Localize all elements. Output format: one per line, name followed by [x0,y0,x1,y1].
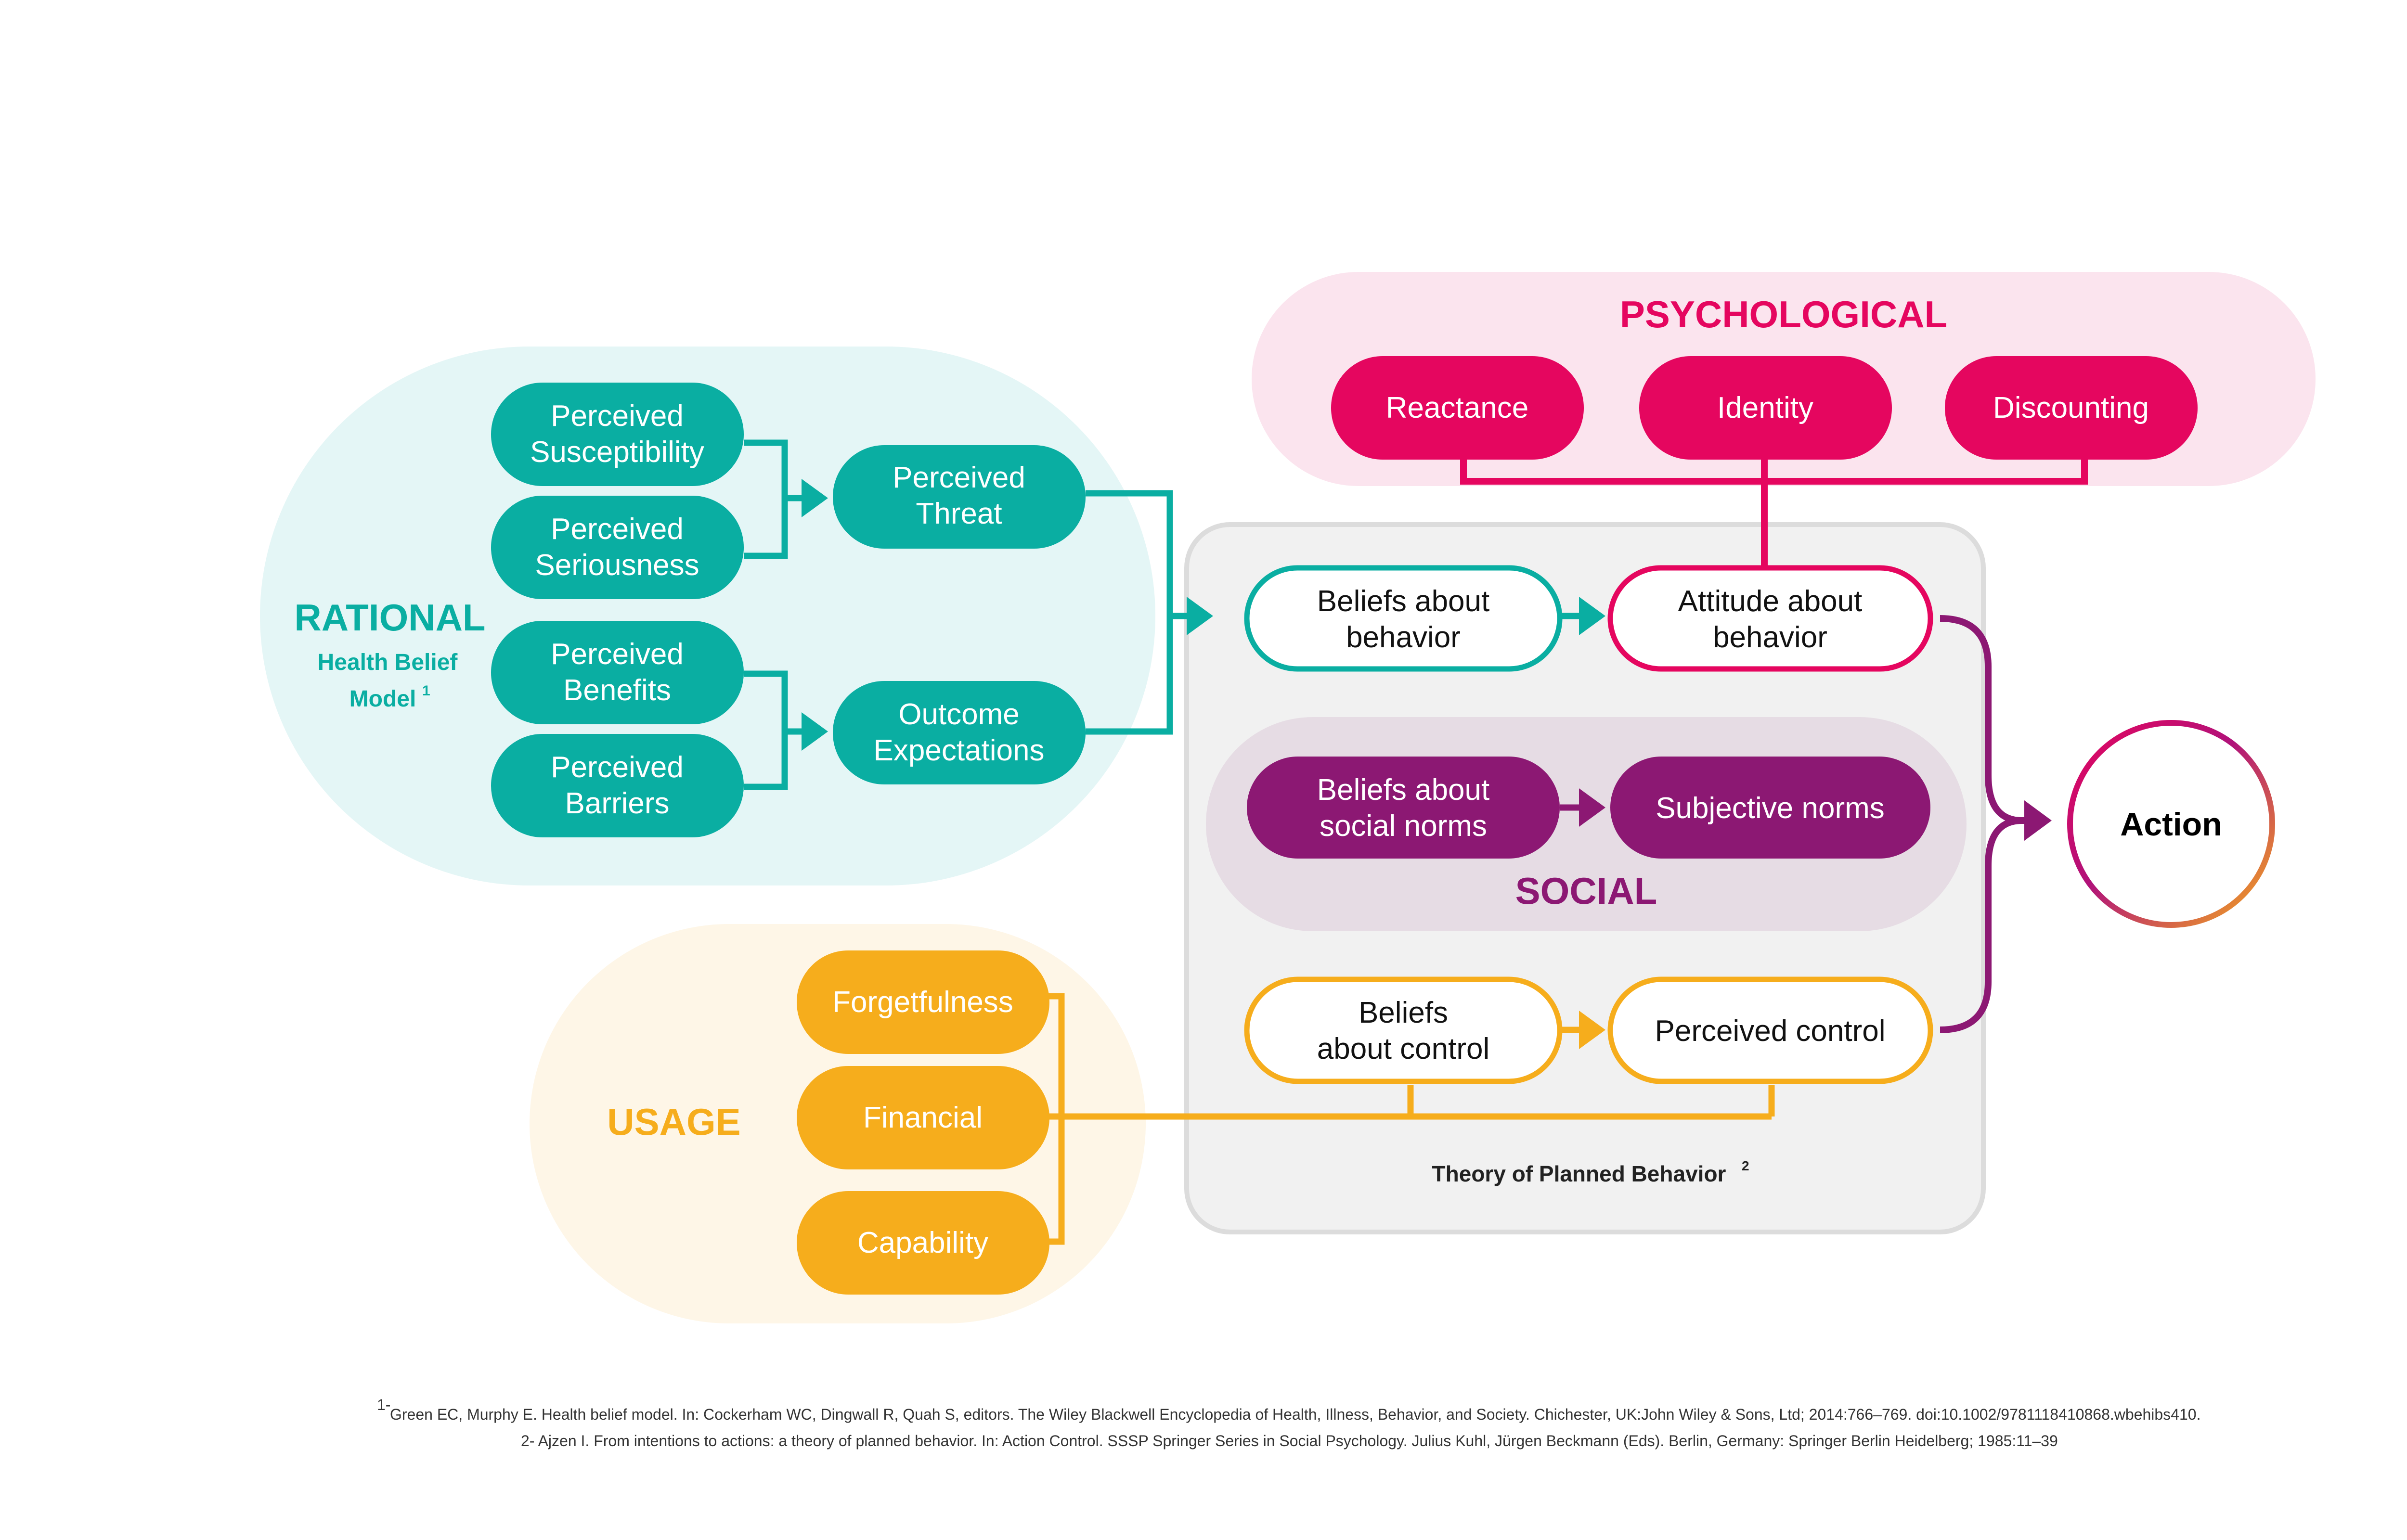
node-reactance: Reactance [1331,356,1584,460]
connector-expectation-inputs [744,670,804,790]
social-title: SOCIAL [1515,870,1657,912]
node-perceived-barriers: Perceived Barriers [491,734,744,837]
svg-text:Threat: Threat [916,497,1002,530]
svg-text:Barriers: Barriers [565,787,669,820]
connector-usage-to-control [1047,993,1775,1245]
connector-rational-to-tpb [1086,490,1189,735]
rational-subtitle-line1: Health Belief [318,650,458,675]
rational-title: RATIONAL [294,596,485,639]
node-discounting: Discounting [1945,356,2198,460]
rational-subtitle-sup: 1 [422,683,430,699]
svg-text:Capability: Capability [857,1226,988,1259]
svg-text:Attitude about: Attitude about [1678,585,1863,618]
svg-text:Financial: Financial [863,1101,983,1134]
svg-text:Forgetfulness: Forgetfulness [832,986,1013,1019]
svg-text:about control: about control [1317,1032,1489,1065]
svg-text:Outcome: Outcome [898,698,1020,731]
svg-text:Identity: Identity [1717,391,1813,424]
arrowhead-to-subjective-norms [1579,788,1605,827]
svg-text:Expectations: Expectations [874,734,1045,767]
svg-text:social norms: social norms [1320,809,1487,843]
svg-text:Perceived: Perceived [551,751,684,784]
svg-text:Beliefs: Beliefs [1359,996,1448,1029]
node-forgetfulness: Forgetfulness [797,950,1049,1054]
svg-text:Perceived: Perceived [551,399,684,433]
usage-title: USAGE [607,1101,740,1143]
connector-psychological-to-attitude [1460,452,2088,565]
arrowhead-to-perceived-control [1579,1011,1605,1049]
svg-text:behavior: behavior [1713,621,1827,654]
tpb-caption: Theory of Planned Behavior [1432,1161,1726,1186]
svg-text:Subjective norms: Subjective norms [1656,792,1885,825]
arrowhead-to-action [2024,800,2052,841]
arrowhead-to-attitude [1579,597,1605,635]
svg-text:behavior: behavior [1346,621,1461,654]
reference-1-marker: 1- [377,1396,390,1413]
svg-text:Perceived: Perceived [551,513,684,546]
svg-text:Action: Action [2120,806,2222,843]
node-outcome-expectations: Outcome Expectations [833,681,1086,784]
svg-text:Beliefs about: Beliefs about [1317,585,1489,618]
node-beliefs-about-behavior: Beliefs about behavior [1244,565,1563,672]
svg-text:Beliefs about: Beliefs about [1317,773,1489,807]
tpb-caption-sup: 2 [1742,1158,1749,1173]
node-capability: Capability [797,1191,1049,1295]
reference-2: 2- Ajzen I. From intentions to actions: … [521,1432,2058,1450]
node-identity: Identity [1639,356,1892,460]
arrowhead-to-threat [802,479,828,517]
svg-text:Susceptibility: Susceptibility [530,436,704,469]
node-perceived-threat: Perceived Threat [833,445,1086,549]
svg-text:Perceived: Perceived [893,461,1025,494]
node-perceived-control: Perceived control [1607,976,1933,1084]
node-action: Action [2067,720,2275,928]
node-perceived-benefits: Perceived Benefits [491,621,744,724]
node-beliefs-about-social-norms: Beliefs about social norms [1247,757,1560,859]
node-subjective-norms: Subjective norms [1610,757,1930,859]
node-perceived-susceptibility: Perceived Susceptibility [491,383,744,486]
connector-to-action [1940,615,2027,1033]
psychological-title: PSYCHOLOGICAL [1620,293,1947,335]
node-beliefs-about-control: Beliefs about control [1244,976,1563,1084]
rational-subtitle-line2: Model [349,686,416,712]
node-perceived-seriousness: Perceived Seriousness [491,496,744,599]
svg-text:Seriousness: Seriousness [535,549,699,582]
arrowhead-to-expectations [802,712,828,751]
svg-text:Discounting: Discounting [1993,391,2149,424]
connector-threat-inputs [744,439,804,559]
arrowhead-rational-to-tpb [1187,597,1213,635]
svg-text:Benefits: Benefits [563,674,671,707]
svg-text:Perceived: Perceived [551,638,684,671]
svg-text:Reactance: Reactance [1386,391,1528,424]
reference-1: Green EC, Murphy E. Health belief model.… [390,1406,2200,1423]
node-attitude-about-behavior: Attitude about behavior [1607,565,1933,672]
svg-text:Perceived control: Perceived control [1655,1014,1885,1048]
node-financial: Financial [797,1066,1049,1169]
